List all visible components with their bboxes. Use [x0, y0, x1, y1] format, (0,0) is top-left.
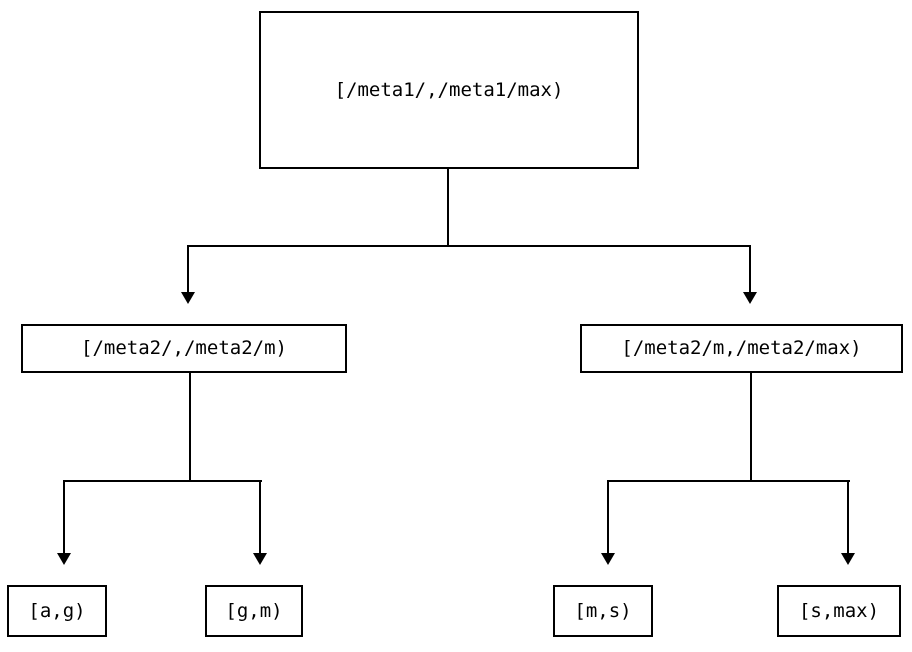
node-leaf-1[interactable]: [a,g)	[7, 585, 107, 637]
node-mid-left-label: [/meta2/,/meta2/m)	[81, 337, 287, 359]
edge-root-to-mid-left	[187, 245, 189, 293]
arrow-head-icon-mid-left-to-leaf-1	[57, 553, 71, 565]
node-leaf-4-label: [s,max)	[798, 599, 880, 622]
arrow-head-icon-mid-left-to-leaf-2	[253, 553, 267, 565]
node-root-label: [/meta1/,/meta1/max)	[334, 78, 564, 101]
edge-root-split-bar	[188, 245, 750, 247]
arrow-head-icon-root-to-mid-left	[181, 292, 195, 304]
edge-root-stem	[447, 169, 449, 247]
node-mid-left[interactable]: [/meta2/,/meta2/m)	[21, 324, 347, 373]
node-mid-right[interactable]: [/meta2/m,/meta2/max)	[580, 324, 903, 373]
edge-mid-right-to-leaf-4	[847, 480, 849, 554]
node-leaf-4[interactable]: [s,max)	[777, 585, 901, 637]
node-leaf-3-label: [m,s)	[574, 599, 632, 622]
node-mid-right-label: [/meta2/m,/meta2/max)	[621, 337, 862, 359]
arrow-head-icon-mid-right-to-leaf-4	[841, 553, 855, 565]
edge-mid-left-stem	[189, 373, 191, 482]
edge-mid-left-split-bar	[64, 480, 262, 482]
node-leaf-2-label: [g,m)	[225, 599, 283, 622]
arrow-head-icon-root-to-mid-right	[743, 292, 757, 304]
edge-mid-right-to-leaf-3	[607, 480, 609, 554]
edge-mid-right-split-bar	[608, 480, 850, 482]
node-root[interactable]: [/meta1/,/meta1/max)	[259, 11, 639, 169]
node-leaf-1-label: [a,g)	[28, 599, 86, 622]
edge-mid-left-to-leaf-1	[63, 480, 65, 554]
arrow-head-icon-mid-right-to-leaf-3	[601, 553, 615, 565]
edge-mid-right-stem	[750, 373, 752, 482]
node-leaf-3[interactable]: [m,s)	[553, 585, 653, 637]
edge-root-to-mid-right	[749, 245, 751, 293]
edge-mid-left-to-leaf-2	[259, 480, 261, 554]
node-leaf-2[interactable]: [g,m)	[205, 585, 303, 637]
